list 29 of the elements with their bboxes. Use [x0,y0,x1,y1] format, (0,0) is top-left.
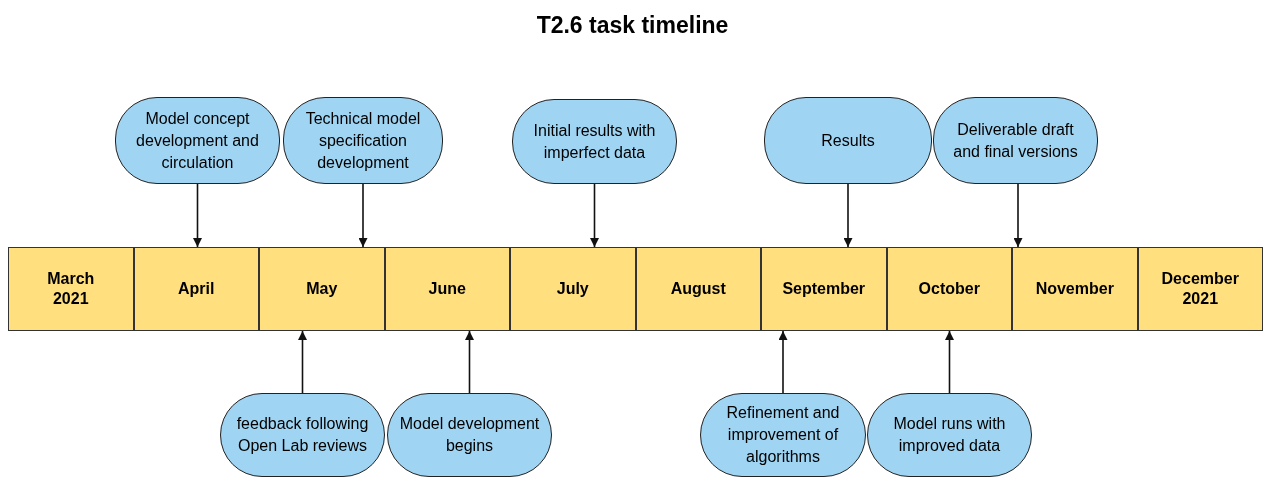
month-cell: March 2021 [8,247,134,331]
month-cell: July [510,247,636,331]
month-cell: September [761,247,887,331]
month-cell: December 2021 [1137,247,1263,331]
month-cell: August [635,247,761,331]
month-cell: May [259,247,385,331]
arrow [1013,183,1023,248]
arrow [298,330,307,394]
event-bubble: Initial results with imperfect data [512,99,677,184]
event-bubble: Deliverable draft and final versions [933,97,1098,184]
month-cell: April [133,247,259,331]
arrow [358,183,368,248]
event-bubble: Model development begins [387,393,552,477]
month-cell: October [886,247,1012,331]
event-bubble: Model concept development and circulation [115,97,280,184]
event-bubble: feedback following Open Lab reviews [220,393,385,477]
month-cell: November [1012,247,1138,331]
arrow [465,330,474,394]
event-bubble: Refinement and improvement of algorithms [700,393,866,477]
arrow [778,330,788,394]
arrow [945,330,954,394]
arrow [193,183,202,248]
event-bubble: Technical model specification development [283,97,443,184]
event-bubble: Model runs with improved data [867,393,1032,477]
diagram-title: T2.6 task timeline [536,11,729,40]
arrow [590,183,599,248]
arrow [843,183,853,248]
month-cell: June [384,247,510,331]
event-bubble: Results [764,97,932,184]
